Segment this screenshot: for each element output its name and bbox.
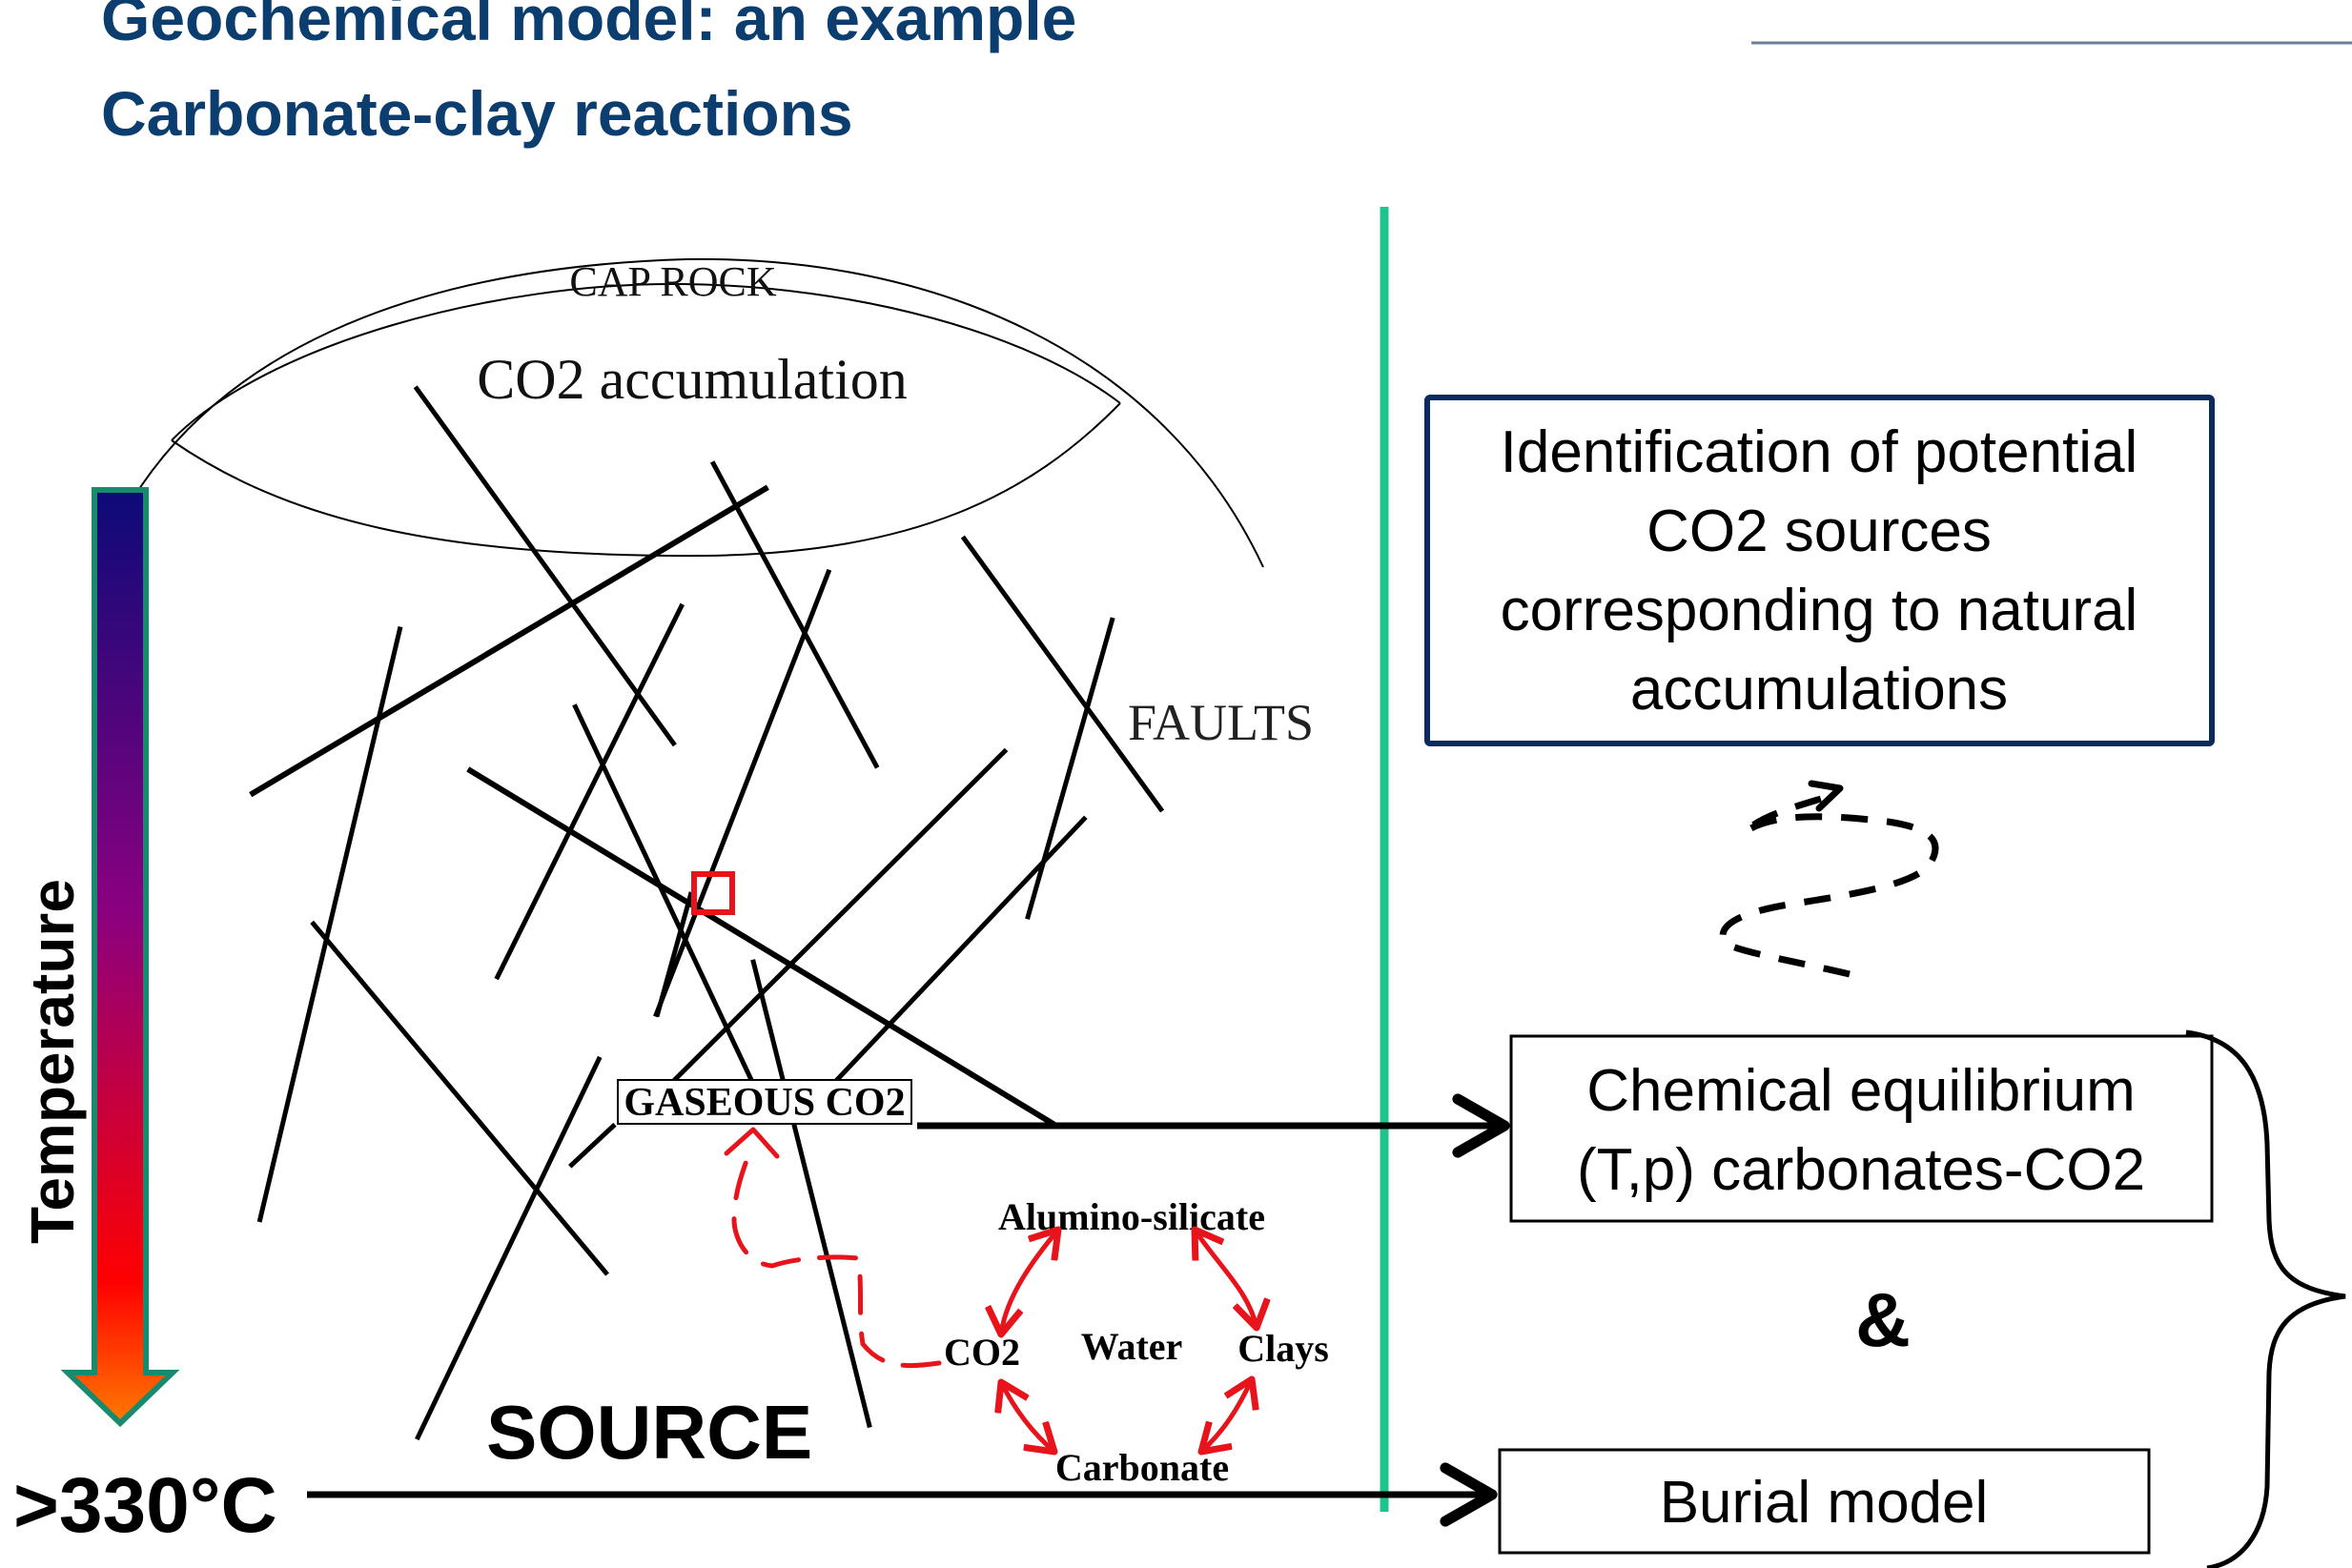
burial-model-box <box>1498 1448 2151 1555</box>
temperature-gradient-arrow <box>60 487 180 1428</box>
fault-line <box>310 920 609 1276</box>
accumulation-bottom-arc <box>171 402 1121 558</box>
fault-line <box>494 602 685 981</box>
fault-line <box>1025 617 1115 920</box>
faults-label: FAULTS <box>1128 694 1314 751</box>
gaseous-co2-box <box>617 1079 912 1125</box>
squiggle-path <box>1719 795 1939 978</box>
accumulation-top-arc <box>171 282 1121 441</box>
fault-line <box>466 766 1056 1128</box>
co2-accumulation-label: CO2 accumulation <box>477 348 908 411</box>
slide-title-line-1: Geochemical model: an example <box>101 0 1076 53</box>
co2-return-arrowhead <box>724 1127 780 1159</box>
cycle-arrow-alumino-clays <box>1195 1230 1257 1328</box>
temperature-value: >330°C <box>13 1462 277 1549</box>
cap-rock-label: CAP ROCK <box>569 258 776 305</box>
gaseous-co2-label: GASEOUS CO2 <box>624 1081 905 1125</box>
fault-line <box>256 625 403 1223</box>
cycle-arrow-co2-carbonate <box>1001 1382 1054 1452</box>
fault-line <box>413 385 677 747</box>
cycle-co2: CO2 <box>944 1331 1020 1374</box>
identification-line-2: CO2 sources <box>1646 499 1992 564</box>
cap-rock-outer-arc <box>99 257 1264 568</box>
cycle-water: Water <box>1081 1325 1183 1368</box>
identification-line-1: Identification of potential <box>1501 419 2138 485</box>
reaction-cycle: Alumino-silicate CO2 Water Clays Carbona… <box>724 1127 1329 1489</box>
fault-line <box>415 1055 603 1441</box>
chemical-equilibrium-box <box>1509 1034 2214 1223</box>
fault-line <box>572 703 763 1101</box>
fault-line <box>817 815 1088 1101</box>
cap-rock-structure <box>99 257 1264 568</box>
fault-line <box>249 484 769 798</box>
fault-line <box>654 891 694 1018</box>
burial-model-label: Burial model <box>1660 1470 1989 1536</box>
fault-line <box>568 1122 617 1169</box>
cycle-alumino-silicate: Alumino-silicate <box>998 1195 1265 1238</box>
cycle-clays: Clays <box>1237 1327 1329 1370</box>
cycle-arrow-co2-alumino <box>1001 1230 1058 1334</box>
ampersand-label: & <box>1855 1277 1911 1362</box>
equilibrium-line-2: (T,p) carbonates-CO2 <box>1577 1137 2145 1203</box>
cycle-arrow-clays-carbonate <box>1201 1379 1252 1452</box>
focus-square-marker <box>691 871 735 915</box>
identification-line-3: corresponding to natural <box>1501 578 2138 643</box>
temperature-label: Temperature <box>18 879 87 1244</box>
equilibrium-line-1: Chemical equilibrium <box>1586 1058 2135 1124</box>
fault-line <box>960 535 1165 813</box>
fault-line <box>750 959 872 1429</box>
squiggle-dashed-arrow <box>1719 780 1939 978</box>
identification-line-4: accumulations <box>1630 657 2008 723</box>
slide-title-line-2: Carbonate-clay reactions <box>101 78 853 149</box>
fault-lines <box>249 385 1165 1441</box>
grouping-curly-brace <box>2185 1029 2346 1568</box>
squiggle-arrowhead <box>1808 780 1844 812</box>
fault-line <box>653 747 1009 1101</box>
identification-box <box>1424 395 2215 746</box>
source-label: SOURCE <box>486 1390 812 1475</box>
temperature-arrow <box>60 487 180 1428</box>
fault-line <box>709 460 880 769</box>
co2-return-dashed-arrow <box>731 1141 942 1369</box>
